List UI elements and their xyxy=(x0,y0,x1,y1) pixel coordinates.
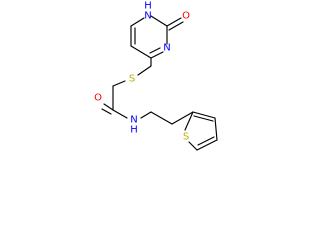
molecule-diagram: H N O N S O N H S xyxy=(94,1,218,151)
bond-c2-o1-b xyxy=(168,21,184,31)
bond-ch2a-ch2b xyxy=(150,111,173,125)
structure-svg: H N O N S O N H S xyxy=(94,1,218,151)
bond-c2t-c3t xyxy=(192,111,216,119)
bond-n3-c4 xyxy=(150,51,164,59)
atom-s-thioether: S xyxy=(129,74,135,85)
bond-c4t-c5t-inner xyxy=(197,136,215,146)
bond-st-c2t xyxy=(184,111,194,131)
atom-s-thiophene: S xyxy=(183,132,189,143)
bond-c6-n1 xyxy=(130,17,145,27)
atom-o2: O xyxy=(94,93,102,104)
bond-s-ch2 xyxy=(112,80,126,87)
bond-ch2b-c2t xyxy=(171,111,194,125)
atom-n3: N xyxy=(163,43,170,54)
bonds xyxy=(101,15,218,151)
atom-labels: H N O N S O N H S xyxy=(94,1,190,143)
atom-h-amide: H xyxy=(130,125,138,136)
bond-c5t-st xyxy=(188,141,198,151)
atom-n-amide: N xyxy=(130,115,137,126)
bond-n1-c2 xyxy=(150,15,168,27)
bond-c2t-c3t-inner xyxy=(193,115,214,122)
bond-cco-o2-b xyxy=(101,108,112,115)
bond-c4t-c5t xyxy=(196,139,218,151)
atom-n1: N xyxy=(144,11,151,22)
bond-c3t-c4t xyxy=(214,117,218,141)
atom-h-n1: H xyxy=(144,1,152,12)
bond-s-c4b xyxy=(137,65,152,76)
bond-c4-c5 xyxy=(130,45,152,59)
bond-n3-c4-inner xyxy=(149,47,161,54)
bond-c2-o1-a xyxy=(166,17,182,27)
atom-o1: O xyxy=(182,11,190,22)
bond-cco-n xyxy=(112,109,128,119)
bond-cco-o2-a xyxy=(103,103,114,111)
bond-n-ch2a xyxy=(140,111,152,119)
